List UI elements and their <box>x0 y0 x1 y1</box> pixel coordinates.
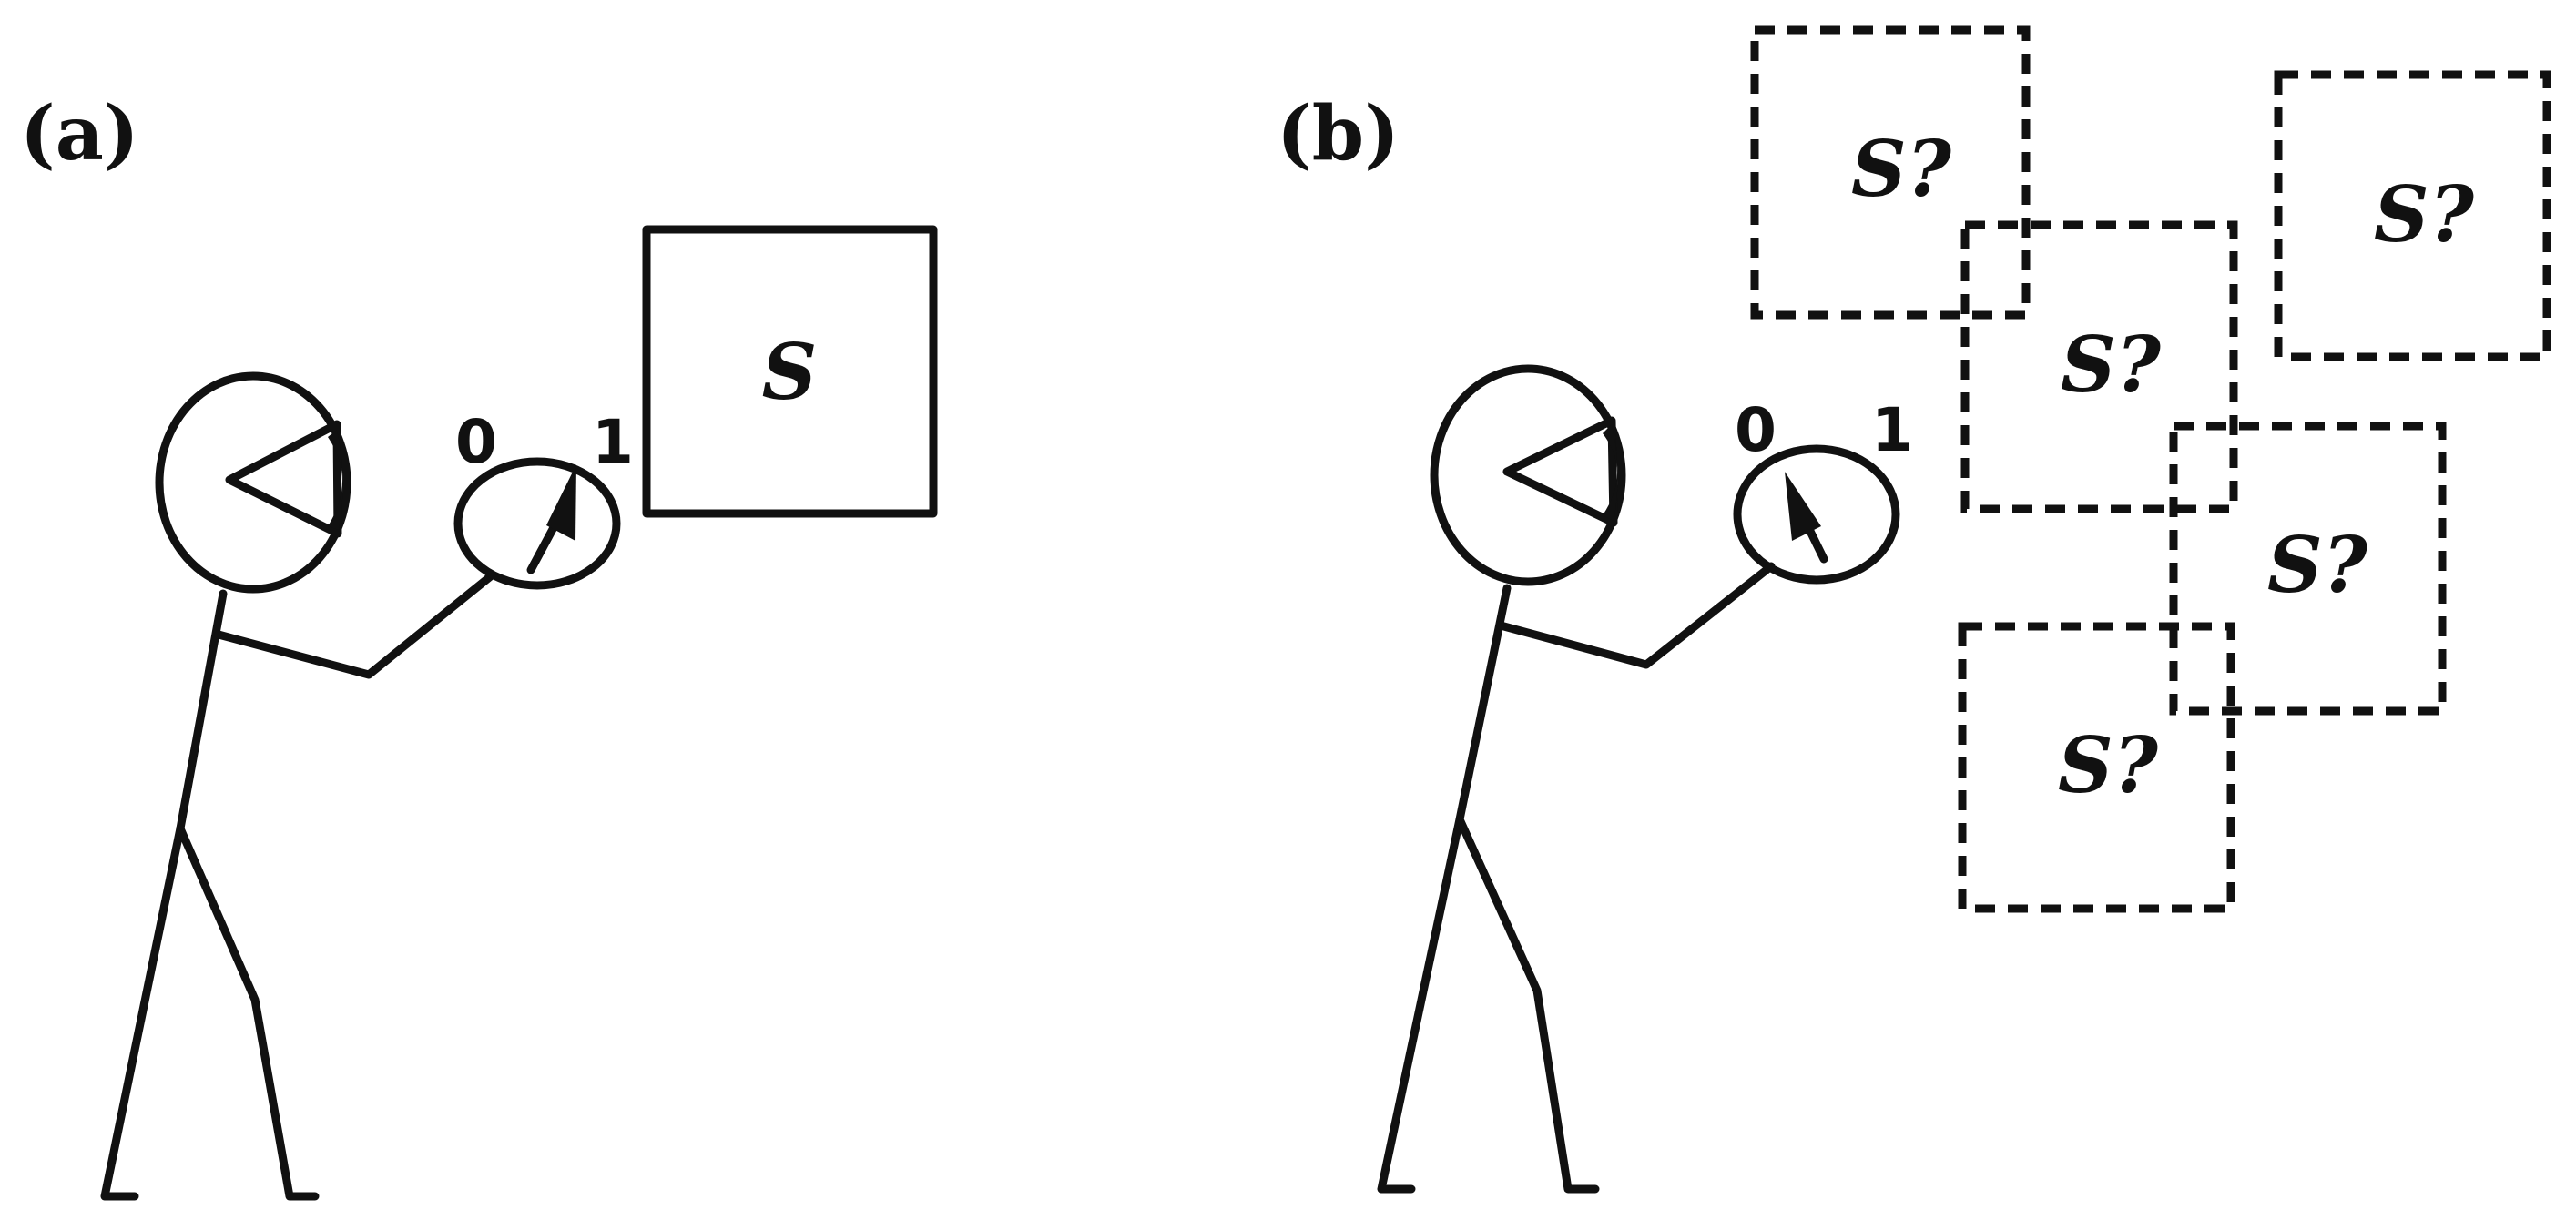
observer-b-head <box>1430 364 1626 586</box>
candidate-system-3: S? <box>1960 220 2238 513</box>
observer-a-torso <box>176 589 228 833</box>
panel-a-label: (a) <box>20 90 139 178</box>
candidate-system-2-label: S? <box>2374 169 2475 259</box>
panel-b: (b) 0 1 S? S? S? <box>1277 25 2551 1194</box>
observer-b-leg-left <box>1377 815 1464 1194</box>
system-a-label: S <box>762 327 818 417</box>
dial-a-face <box>453 457 621 590</box>
candidate-system-5: S? <box>1958 622 2235 913</box>
dial-b-arrow-head <box>1785 472 1821 541</box>
panel-a: (a) 0 1 S <box>20 90 938 1201</box>
candidate-system-3-outline <box>1960 220 2238 513</box>
dial-a-max-label: 1 <box>592 407 634 477</box>
dial-b-max-label: 1 <box>1871 395 1913 465</box>
candidate-system-5-outline <box>1958 622 2235 913</box>
observer-b-leg-right <box>1455 815 1600 1194</box>
panel-b-label: (b) <box>1277 90 1400 178</box>
observer-a-eye <box>225 420 342 538</box>
system-a-outline <box>642 225 938 518</box>
observer-a <box>100 371 496 1201</box>
dial-b-face <box>1733 444 1900 585</box>
system-box-a: S <box>642 225 938 518</box>
dial-b-min-label: 0 <box>1735 395 1777 465</box>
observer-a-leg-left <box>100 824 185 1201</box>
candidate-system-3-label: S? <box>2061 320 2162 410</box>
candidate-system-1-label: S? <box>1851 124 1952 214</box>
candidate-system-4: S? <box>2169 422 2447 716</box>
observer-b-pupil <box>1603 424 1618 521</box>
candidate-system-1-outline <box>1750 25 2031 320</box>
dial-a-arrow-head <box>546 464 576 541</box>
measurement-dial-b: 0 1 <box>1733 395 1913 585</box>
candidate-system-4-outline <box>2169 422 2447 716</box>
observer-a-head <box>155 371 351 594</box>
observer-a-pupil <box>328 430 343 530</box>
candidate-system-2-outline <box>2274 70 2551 361</box>
observer-b-arm <box>1496 562 1776 669</box>
measurement-dial-a: 0 1 <box>453 407 634 590</box>
observer-b <box>1377 364 1776 1194</box>
candidate-system-4-label: S? <box>2267 520 2368 610</box>
observer-a-arm <box>214 571 496 679</box>
candidate-system-2: S? <box>2274 70 2551 361</box>
candidate-system-1: S? <box>1750 25 2031 320</box>
candidate-system-5-label: S? <box>2058 720 2159 810</box>
dial-a-min-label: 0 <box>455 407 497 477</box>
observer-b-eye <box>1502 416 1618 527</box>
observer-a-leg-right <box>176 824 320 1201</box>
